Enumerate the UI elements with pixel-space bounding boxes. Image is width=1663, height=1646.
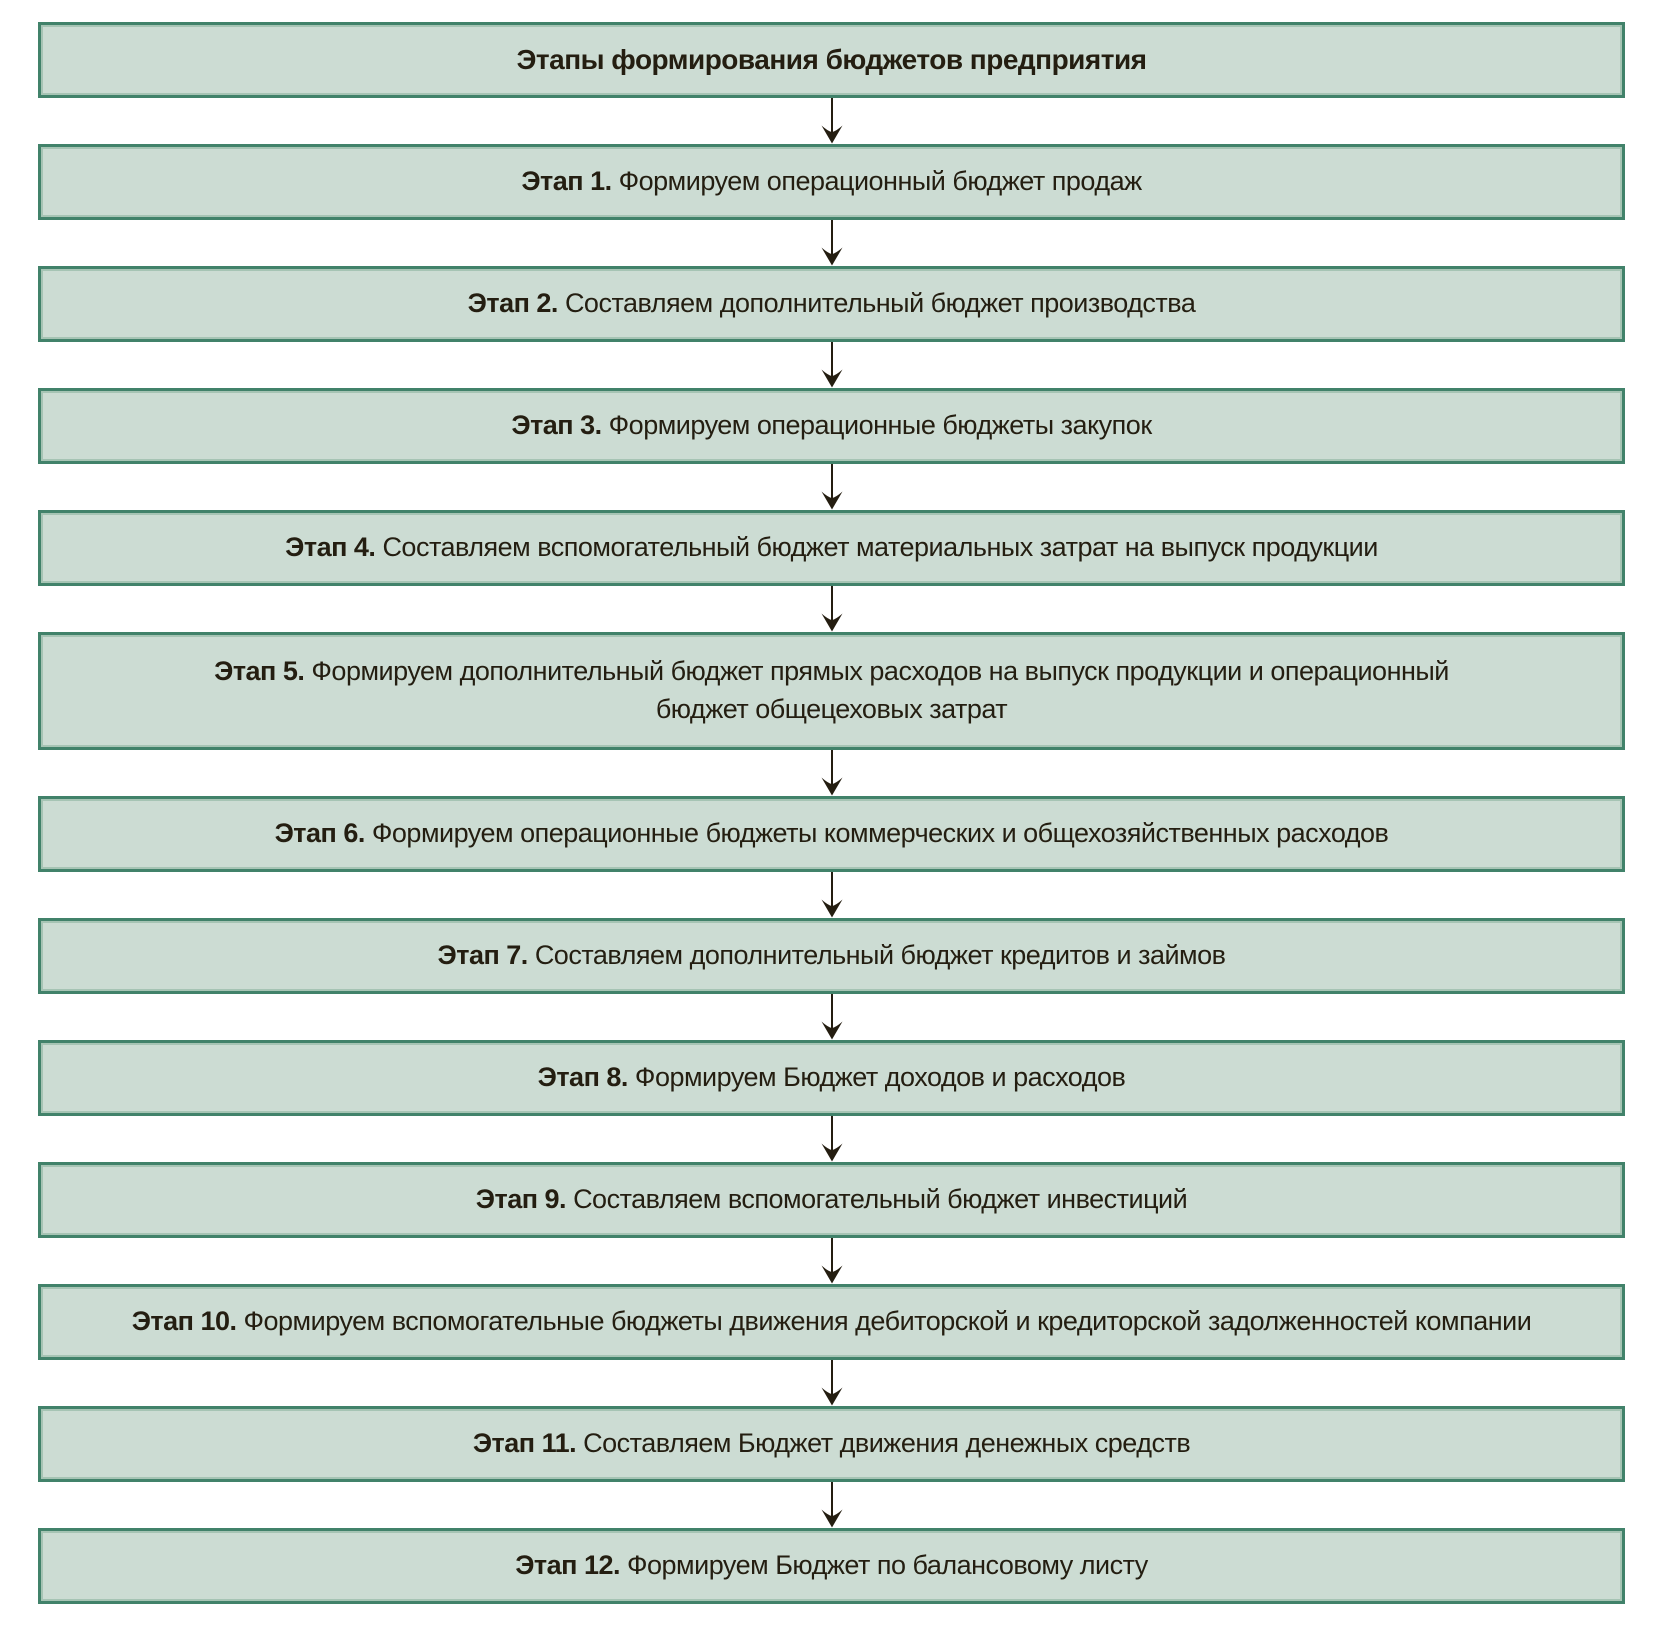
stage-box: Этап 5. Формируем дополнительный бюджет … (38, 632, 1625, 750)
stage-box: Этап 9. Составляем вспомогательный бюдже… (38, 1162, 1625, 1238)
stage-text-line: Этап 11. Составляем Бюджет движения дене… (472, 1425, 1191, 1463)
stage-box: Этап 3. Формируем операционные бюджеты з… (38, 388, 1625, 464)
stage-label: Этап 5. (214, 656, 305, 687)
stage-text: Составляем дополнительный бюджет произво… (564, 288, 1196, 319)
stage-text-line: Этап 3. Формируем операционные бюджеты з… (511, 407, 1152, 445)
stage-text: Составляем Бюджет движения денежных сред… (583, 1428, 1191, 1459)
down-arrow-icon (821, 994, 842, 1040)
stage-box: Этап 10. Формируем вспомогательные бюдже… (38, 1284, 1625, 1360)
down-arrow-icon (821, 1360, 842, 1406)
flow-arrow (38, 1116, 1625, 1162)
stage-box: Этап 12. Формируем Бюджет по балансовому… (38, 1528, 1625, 1604)
stage-text-line: Этап 6. Формируем операционные бюджеты к… (275, 815, 1389, 853)
stage-text-line: Этап 9. Составляем вспомогательный бюдже… (475, 1181, 1188, 1219)
down-arrow-icon (821, 342, 842, 388)
down-arrow-icon (821, 220, 842, 266)
flow-arrow (38, 750, 1625, 796)
stage-text-line: Этап 1. Формируем операционный бюджет пр… (521, 163, 1143, 201)
stage-label: Этап 10. (131, 1306, 237, 1337)
down-arrow-icon (821, 464, 842, 510)
stage-text-line: Этап 5. Формируем дополнительный бюджет … (167, 653, 1497, 729)
stage-text-line: Этап 8. Формируем Бюджет доходов и расхо… (538, 1059, 1126, 1097)
flow-arrow (38, 464, 1625, 510)
flowchart-title-box: Этапы формирования бюджетов предприятия (38, 22, 1625, 98)
stage-label: Этап 7. (437, 940, 529, 971)
stage-box: Этап 4. Составляем вспомогательный бюдже… (38, 510, 1625, 586)
stage-text-line: Этап 7. Составляем дополнительный бюджет… (438, 937, 1226, 975)
flow-arrow (38, 1360, 1625, 1406)
stage-label: Этап 3. (511, 410, 602, 441)
stage-text: Формируем Бюджет по балансовому листу (627, 1550, 1148, 1581)
stage-text: Формируем операционные бюджеты закупок (608, 410, 1152, 441)
flow-arrow (38, 994, 1625, 1040)
stage-label: Этап 8. (537, 1062, 629, 1093)
stage-box: Этап 8. Формируем Бюджет доходов и расхо… (38, 1040, 1625, 1116)
flow-arrow (38, 342, 1625, 388)
stage-label: Этап 11. (472, 1428, 577, 1459)
stage-text-line: Этап 10. Формируем вспомогательные бюдже… (132, 1303, 1532, 1341)
stage-text: Формируем операционный бюджет продаж (618, 166, 1143, 197)
down-arrow-icon (821, 1482, 842, 1528)
down-arrow-icon (821, 586, 842, 632)
stage-text: Формируем вспомогательные бюджеты движен… (243, 1306, 1532, 1337)
stage-text: Составляем вспомогательный бюджет инвест… (573, 1184, 1188, 1215)
flow-arrow (38, 1238, 1625, 1284)
down-arrow-icon (821, 872, 842, 918)
stage-text: Составляем вспомогательный бюджет матери… (382, 532, 1378, 563)
stage-label: Этап 6. (274, 818, 366, 849)
down-arrow-icon (821, 1116, 842, 1162)
down-arrow-icon (821, 98, 842, 144)
stage-label: Этап 4. (285, 532, 376, 563)
flowchart-title: Этапы формирования бюджетов предприятия (516, 44, 1148, 76)
stage-box: Этап 7. Составляем дополнительный бюджет… (38, 918, 1625, 994)
stage-label: Этап 12. (515, 1550, 620, 1581)
stage-text: Формируем операционные бюджеты коммерчес… (371, 818, 1389, 849)
stage-box: Этап 1. Формируем операционный бюджет пр… (38, 144, 1625, 220)
flow-arrow (38, 1482, 1625, 1528)
stage-text: Формируем дополнительный бюджет прямых р… (311, 656, 1449, 724)
down-arrow-icon (821, 1238, 842, 1284)
stage-box: Этап 11. Составляем Бюджет движения дене… (38, 1406, 1625, 1482)
stage-text: Формируем Бюджет доходов и расходов (634, 1062, 1126, 1093)
stage-text: Составляем дополнительный бюджет кредито… (534, 940, 1226, 971)
stage-text-line: Этап 12. Формируем Бюджет по балансовому… (515, 1547, 1148, 1585)
flow-arrow (38, 872, 1625, 918)
stage-label: Этап 1. (521, 166, 612, 197)
flow-arrow (38, 586, 1625, 632)
stage-text-line: Этап 2. Составляем дополнительный бюджет… (468, 285, 1196, 323)
flow-arrow (38, 98, 1625, 144)
stage-label: Этап 2. (467, 288, 559, 319)
stage-box: Этап 6. Формируем операционные бюджеты к… (38, 796, 1625, 872)
flow-arrow (38, 220, 1625, 266)
down-arrow-icon (821, 750, 842, 796)
stage-label: Этап 9. (475, 1184, 567, 1215)
stage-box: Этап 2. Составляем дополнительный бюджет… (38, 266, 1625, 342)
stage-text-line: Этап 4. Составляем вспомогательный бюдже… (285, 529, 1378, 567)
